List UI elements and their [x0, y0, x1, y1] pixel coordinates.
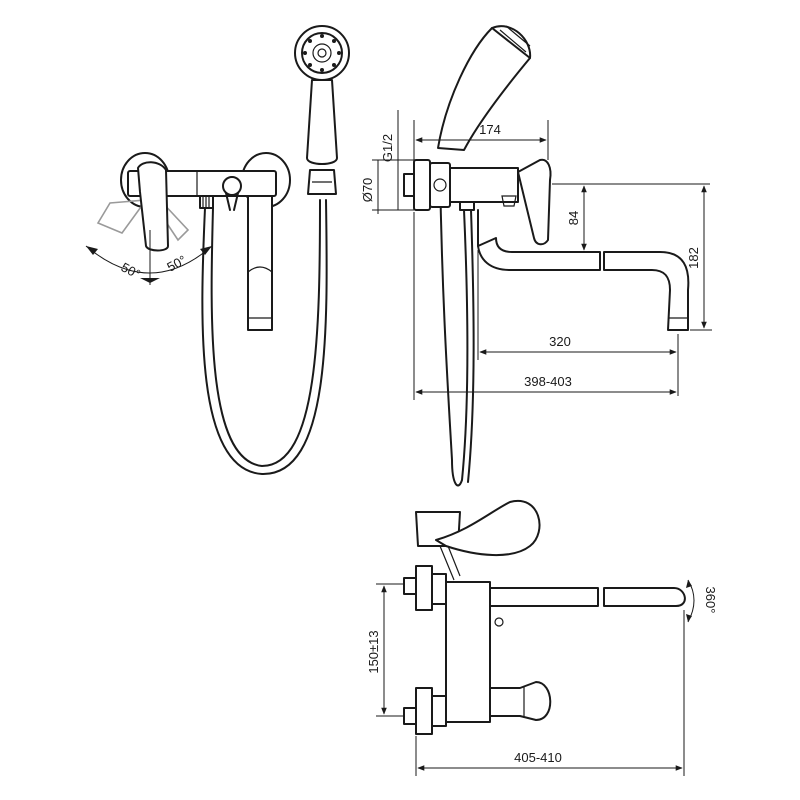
shower-head-top — [435, 499, 541, 556]
shower-handle-side — [437, 25, 532, 151]
hose-outlet-side — [459, 201, 475, 211]
inlet-nut — [403, 173, 415, 197]
thread-label: G1/2 — [380, 134, 395, 162]
front-view: 50° 50° — [85, 25, 350, 476]
diverter-stem — [225, 192, 239, 211]
top-view: 360° 150±13 405-410 — [366, 499, 718, 776]
mixer-lever — [137, 161, 169, 252]
lever-side — [517, 158, 552, 246]
adapter-top-lower — [431, 695, 447, 727]
mixer-body-top — [445, 581, 491, 723]
overall-side-label: 398-403 — [524, 374, 572, 389]
projection-label: 174 — [479, 122, 501, 137]
reach-label: 320 — [549, 334, 571, 349]
wall-flange-side — [413, 159, 431, 211]
inlet-top-upper — [403, 577, 417, 595]
hose-outer — [201, 199, 328, 476]
spout-side-far — [603, 251, 690, 331]
spout-front — [247, 195, 273, 331]
flange-diameter-label: Ø70 — [360, 178, 375, 203]
side-view: G1/2 Ø70 174 84 182 320 398-403 — [360, 25, 712, 487]
inlet-top-lower — [403, 707, 417, 725]
adapter-top-upper — [431, 573, 447, 605]
spout-side-near — [477, 237, 601, 271]
lever-angle-right-label: 50° — [164, 252, 188, 274]
side-hose — [439, 169, 469, 487]
spout-top-far — [603, 587, 686, 607]
adapter-side — [429, 162, 451, 208]
lever-ghost-left — [96, 199, 148, 234]
rotation-label: 360° — [703, 587, 718, 614]
height-label: 182 — [686, 247, 701, 269]
shower-handle-front — [306, 79, 338, 165]
angle-arc — [85, 245, 213, 274]
overall-top-label: 405-410 — [514, 750, 562, 765]
flange-top-lower — [415, 687, 433, 735]
hose-inner — [210, 199, 321, 467]
centers-label: 150±13 — [366, 630, 381, 673]
spout-top-near — [489, 587, 599, 607]
shower-head-front — [294, 25, 350, 81]
lever-top — [489, 681, 552, 721]
diverter-knob — [222, 176, 242, 196]
mixer-body-side — [449, 167, 519, 203]
flange-top-upper — [415, 565, 433, 611]
spout-drop-label: 84 — [566, 211, 581, 225]
lever-angle-left-label: 50° — [119, 259, 143, 281]
